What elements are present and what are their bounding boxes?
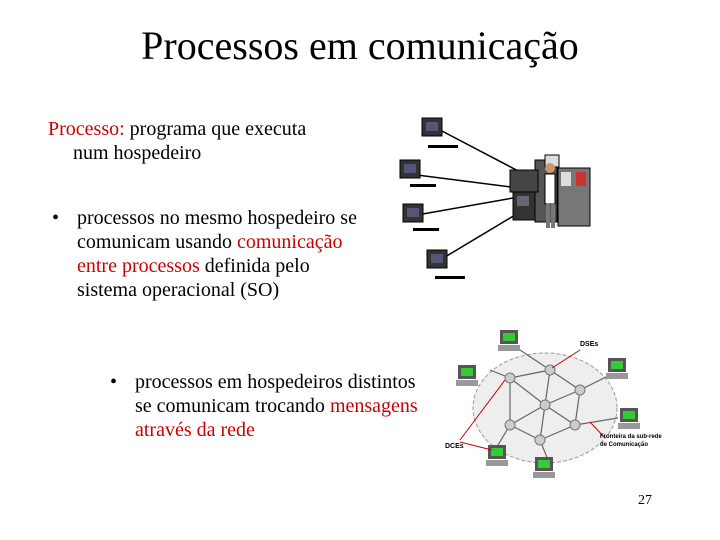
person-icon [544,163,556,228]
bullet-distinct-hosts: • processos em hospedeiros distintos se … [110,370,420,442]
process-definition-text: programa que executa [124,118,307,140]
process-definition: Processo: programa que executa num hospe… [48,117,378,165]
label-dses: DSEs [580,341,598,348]
mainframe-terminals-illustration [399,117,591,279]
process-term: Processo: [48,118,125,140]
label-frontier-2: de Comunicação [600,442,648,448]
bullet-same-host: • processos no mesmo hospedeiro se comun… [52,206,362,302]
bullet-highlight: mensagens através da rede [135,395,418,441]
terminal-icon [421,117,458,148]
router-nodes [504,364,586,446]
bullet-marker: • [52,207,60,229]
computer-icons [456,330,640,478]
slide-title: Processos em comunicação [141,23,579,68]
page-number: 27 [638,493,652,508]
terminal-icon [399,159,436,187]
label-frontier-1: Fronteira da sub-rede [600,434,662,440]
callout-arrows [459,349,606,451]
label-dces: DCEs [445,443,464,450]
bullet-highlight: comunicação entre processos [77,231,343,277]
bullet-text-part: processos em hospedeiros distintos se co… [135,371,416,417]
bullet-text-part: definida pelo sistema operacional (SO) [77,255,310,301]
bullet-text: processos no mesmo hospedeiro se comunic… [77,206,362,302]
network-subnet-diagram: DSEs DCEs Fronteira da sub-rede de Comun… [445,330,662,478]
bullet-text: processos em hospedeiros distintos se co… [135,370,420,442]
terminal-icon [402,203,439,231]
bullet-marker: • [110,371,118,393]
bullet-text-part: processos no mesmo hospedeiro se comunic… [77,207,357,253]
terminal-icon [426,249,465,279]
process-definition-text-2: num hospedeiro [73,142,202,164]
